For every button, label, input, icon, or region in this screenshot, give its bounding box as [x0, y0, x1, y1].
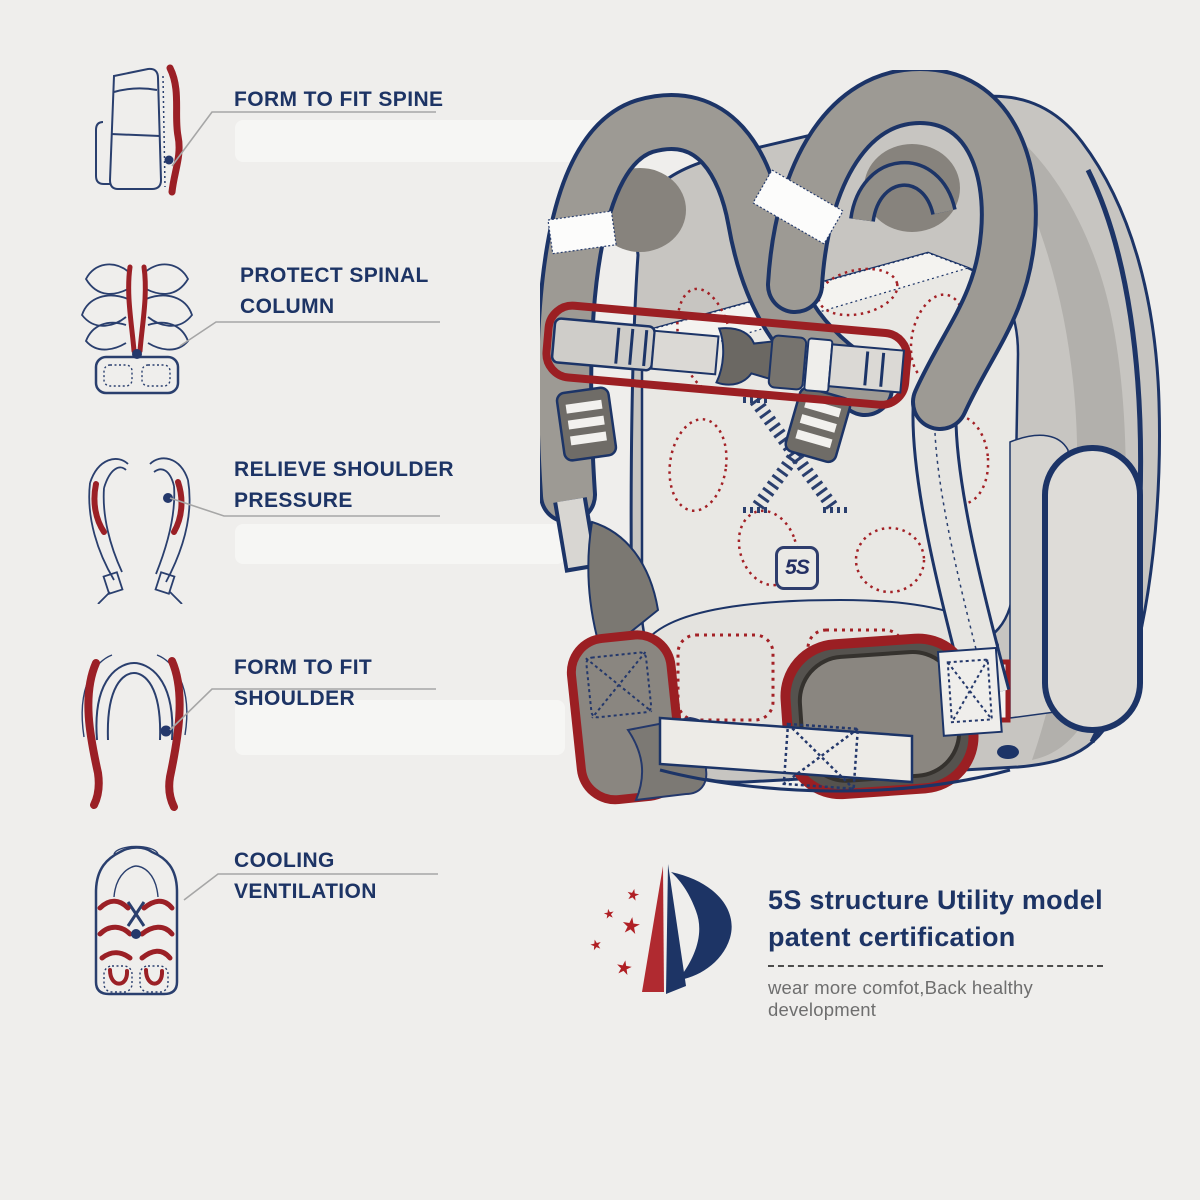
- right-shoulder-strap: [770, 70, 1034, 427]
- feature-title-spine: FORM TO FIT SPINE: [234, 88, 444, 111]
- callout-dot: [164, 155, 174, 165]
- feature-title-ventilation: COOLING VENTILATION: [234, 849, 377, 903]
- callout-line: [169, 688, 436, 731]
- certification-tagline: wear more comfot,Back healthy developmen…: [768, 977, 1033, 1020]
- spinal-column-icon: [80, 263, 194, 395]
- ladder-buckle-left: [555, 386, 618, 462]
- shoulder-fit-icon: [81, 654, 188, 811]
- feature-title-shoulder-pressure: RELIEVE SHOULDER PRESSURE: [234, 458, 454, 512]
- faded-band: [235, 700, 565, 755]
- reflective-band-right: [752, 169, 844, 245]
- top-handle: [852, 164, 954, 222]
- logo-navy-spike: [666, 864, 686, 994]
- certification-block: 5S structure Utility model patent certif…: [768, 882, 1128, 1021]
- logo-p-bowl: [671, 872, 732, 980]
- pressure-highlights: [91, 479, 185, 535]
- dashed-divider: [768, 965, 1103, 967]
- strap-tail: [557, 497, 594, 569]
- airflow-waves: [97, 898, 175, 986]
- shoulder-curves: [84, 657, 184, 811]
- lumbar-stitch: [676, 633, 775, 722]
- chest-strap-red-outline: [542, 301, 912, 409]
- reflective-band-left: [547, 210, 617, 255]
- callout-line: [179, 321, 440, 347]
- callout-dot: [163, 493, 173, 503]
- 5s-badge: 5S: [775, 546, 819, 590]
- cooling-ventilation-icon: [94, 845, 179, 996]
- callout-line: [169, 497, 440, 517]
- hip-belt: [566, 630, 1011, 805]
- callout-dot: [132, 349, 142, 359]
- certification-title-line1: 5S structure Utility model: [768, 885, 1103, 915]
- certification-title-line2: patent certification: [768, 922, 1016, 952]
- backpack-side-spine-icon: [95, 64, 183, 196]
- chest-strap: [542, 301, 912, 409]
- callout-line: [171, 111, 436, 167]
- belt-stitch-box: [782, 722, 860, 791]
- patent-p-logo-icon: [589, 864, 732, 994]
- feature-title-shoulder-fit: FORM TO FIT SHOULDER: [234, 656, 373, 710]
- shoulder-pressure-icon: [88, 457, 191, 604]
- backpack-illustration: [540, 70, 1161, 805]
- spinal-curves: [126, 264, 148, 354]
- bag-foot: [997, 745, 1019, 759]
- side-pocket: [1042, 445, 1143, 733]
- callout-dot: [131, 929, 141, 939]
- belt-connector: [936, 646, 1003, 737]
- logo-stars: [589, 887, 641, 976]
- x-stitch-pattern: [743, 396, 847, 514]
- callout-line: [183, 873, 438, 901]
- belt-strap: [658, 716, 914, 784]
- logo-red-spike: [642, 866, 664, 992]
- spine-curve: [166, 64, 183, 196]
- callout-dot: [160, 725, 172, 737]
- feature-title-spinal-column: PROTECT SPINAL COLUMN: [240, 264, 429, 318]
- ladder-buckle-right: [784, 386, 852, 464]
- faded-band: [235, 524, 565, 564]
